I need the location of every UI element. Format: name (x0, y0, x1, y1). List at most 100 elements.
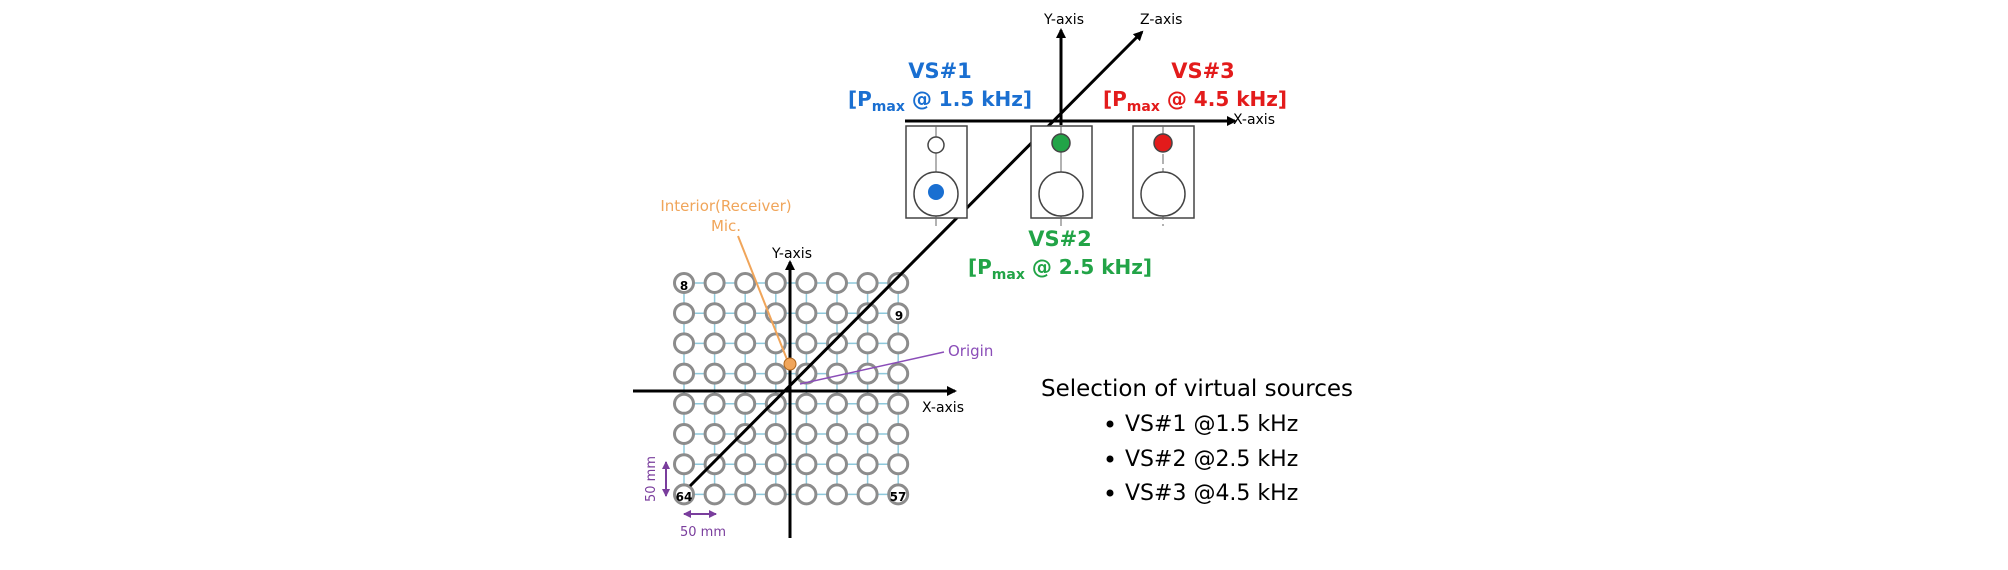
mic-element (673, 272, 695, 294)
mic-element (795, 423, 818, 445)
mic-number-8: 8 (680, 279, 688, 293)
vs3-name: VS#3 (1171, 59, 1235, 83)
mic-element (673, 302, 695, 325)
vs1-subtitle: [Pmax @ 1.5 kHz] (848, 87, 1032, 115)
interior-mic-marker (783, 357, 797, 371)
vs1-source-dot (928, 184, 944, 200)
mic-element (734, 483, 757, 506)
top-z-axis-label: Z-axis (1140, 12, 1182, 28)
vs3-source-dot (1153, 133, 1173, 153)
mic-element (764, 423, 787, 445)
mic-element (734, 272, 757, 294)
mic-number-64: 64 (676, 490, 693, 504)
mic-element (703, 483, 726, 506)
vs1-label: VS#1 [Pmax @ 1.5 kHz] (848, 59, 1032, 115)
mic-element (887, 332, 910, 355)
mic-element (673, 423, 695, 445)
selection-item-text: VS#3 @4.5 kHz (1125, 481, 1298, 506)
vs1-name: VS#1 (908, 59, 972, 83)
mic-element (703, 392, 726, 415)
z-axis (688, 30, 1144, 488)
mic-element (856, 362, 879, 385)
mic-element (673, 362, 695, 385)
mic-element (856, 272, 879, 294)
mic-element (764, 392, 787, 415)
selection-item: VS#2 @2.5 kHz (1106, 447, 1298, 472)
vs2-subtitle: [Pmax @ 2.5 kHz] (968, 255, 1152, 283)
vs2-label: VS#2 [Pmax @ 2.5 kHz] (968, 227, 1152, 283)
vs2-name: VS#2 (1028, 227, 1092, 251)
interior-mic-leader (737, 235, 789, 363)
mic-element (826, 272, 848, 294)
mic-element (887, 362, 910, 385)
vs2-panel (1030, 125, 1093, 226)
mic-element (673, 392, 695, 415)
mic-element (734, 302, 757, 325)
mic-element (887, 392, 910, 415)
mic-element (764, 362, 787, 385)
mic-element (795, 302, 818, 325)
mic-element (764, 272, 787, 294)
selection-item-text: VS#2 @2.5 kHz (1125, 447, 1298, 472)
grid-y-axis-label: Y-axis (771, 246, 812, 262)
mic-element (826, 392, 848, 415)
mic-element (795, 362, 818, 385)
mic-element (887, 483, 910, 506)
mic-element (734, 332, 757, 355)
mic-element (673, 483, 695, 506)
selection-item-text: VS#1 @1.5 kHz (1125, 412, 1298, 437)
mic-element (734, 423, 757, 445)
mic-element (826, 302, 848, 325)
mic-array (673, 272, 910, 506)
mic-element (703, 362, 726, 385)
mic-element (703, 332, 726, 355)
mic-element (795, 332, 818, 355)
top-y-axis-label: Y-axis (1043, 12, 1084, 28)
mic-element (826, 423, 848, 445)
mic-element (887, 272, 910, 294)
mic-element (764, 453, 787, 476)
mic-element (703, 423, 726, 445)
mic-element (703, 453, 726, 476)
vs3-subtitle: [Pmax @ 4.5 kHz] (1103, 87, 1287, 115)
mic-element (887, 302, 910, 325)
mic-element (856, 423, 879, 445)
mic-element (703, 272, 726, 294)
mic-element (764, 483, 787, 506)
vertical-dimension-label: 50 mm (644, 456, 659, 502)
selection-item: VS#3 @4.5 kHz (1106, 481, 1298, 506)
mic-element (795, 392, 818, 415)
mic-element (856, 392, 879, 415)
grid-x-axis-label: X-axis (922, 400, 964, 416)
vs3-label: VS#3 [Pmax @ 4.5 kHz] (1103, 59, 1287, 115)
mic-element (826, 453, 848, 476)
mic-element (673, 332, 695, 355)
mic-element (887, 423, 910, 445)
mic-element (826, 483, 848, 506)
origin-label: Origin (948, 342, 993, 360)
mic-element (856, 483, 879, 506)
horizontal-dimension-label: 50 mm (680, 525, 726, 540)
mic-element (795, 483, 818, 506)
mic-element (795, 272, 818, 294)
vs3-panel (1132, 125, 1195, 226)
mic-element (826, 332, 848, 355)
mic-number-9: 9 (895, 309, 903, 323)
vs1-panel (905, 125, 968, 226)
vs2-source-dot (1051, 133, 1071, 153)
mic-element (795, 453, 818, 476)
selection-title: Selection of virtual sources (1041, 376, 1353, 402)
top-x-axis-label: X-axis (1233, 112, 1275, 128)
mic-element (856, 453, 879, 476)
mic-element (673, 453, 695, 476)
mic-element (856, 332, 879, 355)
mic-element (734, 453, 757, 476)
mic-element (856, 302, 879, 325)
mic-number-57: 57 (890, 490, 907, 504)
interior-mic-label-line2: Mic. (711, 217, 741, 235)
origin-leader (799, 351, 945, 385)
selection-item: VS#1 @1.5 kHz (1106, 412, 1298, 437)
mic-element (734, 362, 757, 385)
